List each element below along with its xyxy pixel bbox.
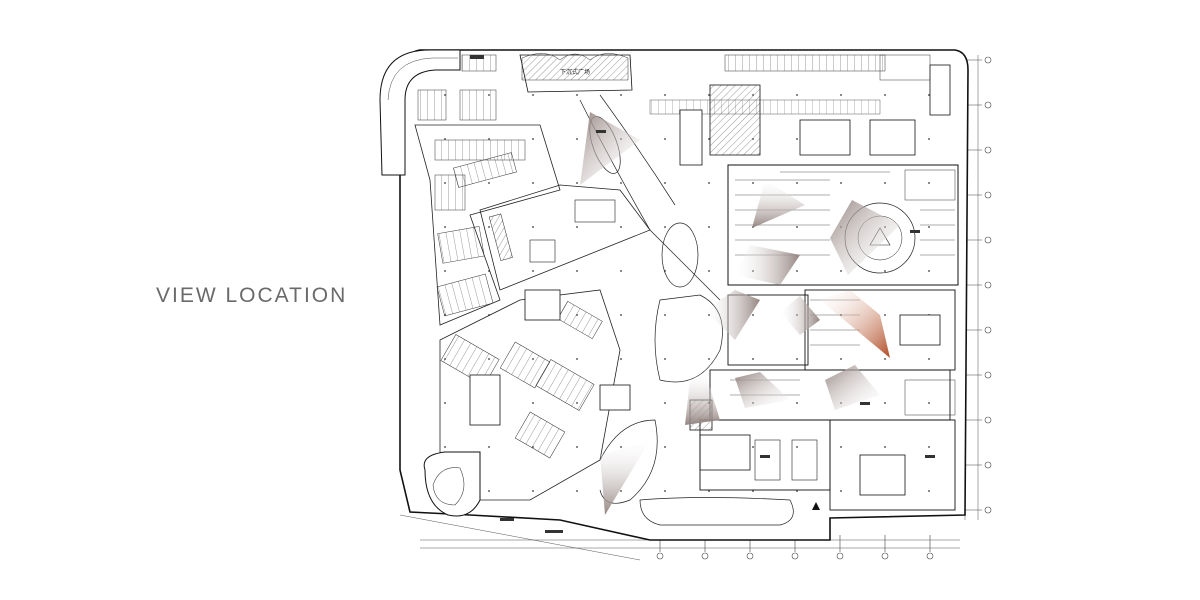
retail-hall-north xyxy=(727,164,959,286)
parking-north-2 xyxy=(649,99,881,115)
view-cone-court-center xyxy=(735,372,790,408)
ramp-northwest xyxy=(379,49,461,176)
room-tags xyxy=(470,55,935,533)
view-cone-court-south xyxy=(685,372,720,425)
view-cone-north-gallery xyxy=(752,180,805,228)
view-cone-plaza-south xyxy=(600,440,650,515)
plaza-label: 下沉式广场 xyxy=(560,68,590,76)
view-cone-court-east xyxy=(825,365,880,410)
view-location-caption: VIEW LOCATION xyxy=(156,284,348,307)
parking-west-zone xyxy=(414,124,561,326)
view-cones xyxy=(580,112,900,515)
view-cone-hall-west xyxy=(735,245,800,285)
ramp-southwest xyxy=(423,451,481,517)
retail-south-east xyxy=(829,419,956,511)
parking-north xyxy=(724,54,886,72)
view-cone-hall-east xyxy=(830,200,900,275)
view-cone-entry-southwest xyxy=(780,296,820,335)
axis-bubbles xyxy=(656,56,992,560)
east-wall-detail xyxy=(879,54,956,416)
view-cone-north-atrium xyxy=(580,112,640,185)
view-cone-corridor-east xyxy=(820,290,890,358)
entry-arrow xyxy=(812,502,820,510)
view-cone-central-void xyxy=(705,290,760,340)
cores xyxy=(469,64,951,496)
